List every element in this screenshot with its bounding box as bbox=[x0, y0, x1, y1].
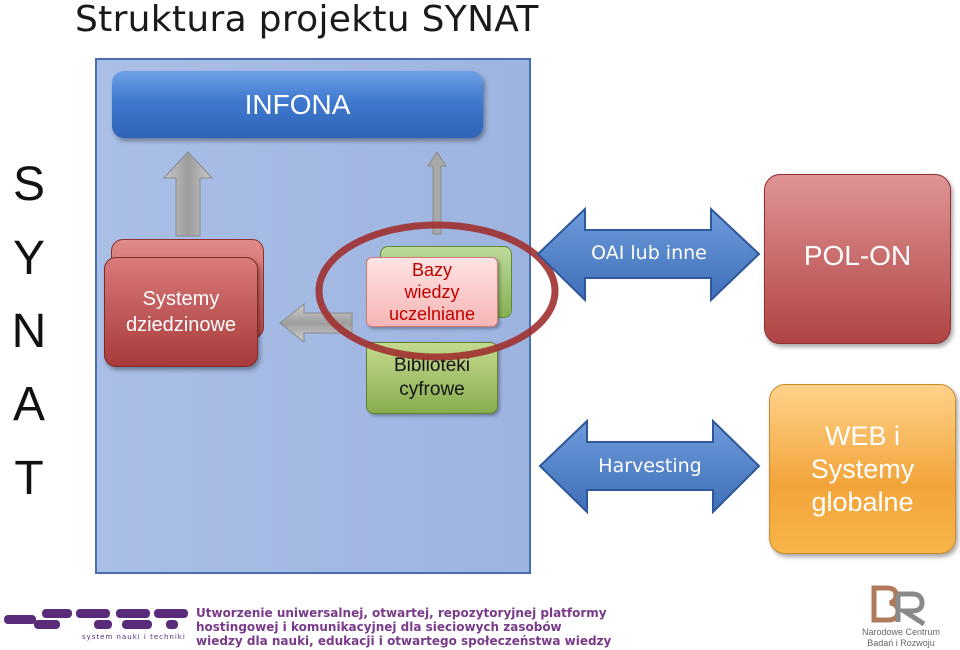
bazy-wiedzy-label: Bazy wiedzy uczelniane bbox=[388, 260, 476, 324]
footer-description: Utworzenie uniwersalnej, otwartej, repoz… bbox=[196, 606, 611, 648]
vertical-letter-y: Y bbox=[12, 232, 45, 285]
ncbr-line-1: Narodowe Centrum bbox=[861, 627, 941, 637]
oai-double-arrow-icon bbox=[536, 206, 761, 303]
footer-line-1: Utworzenie uniwersalnej, otwartej, repoz… bbox=[196, 606, 607, 620]
pol-on-box: POL-ON bbox=[764, 174, 951, 344]
footer-line-3: wiedzy dla nauki, edukacji i otwartego s… bbox=[196, 634, 612, 648]
bazy-wiedzy-box: Bazy wiedzy uczelniane bbox=[366, 257, 498, 327]
ncbr-logo-icon bbox=[871, 585, 926, 626]
infona-box: INFONA bbox=[112, 71, 483, 138]
ncbr-line-2: Badań i Rozwoju bbox=[867, 638, 935, 648]
highlight-ellipse bbox=[315, 221, 559, 361]
footer-line-2: hostingowej i komunikacyjnej dla sieciow… bbox=[196, 620, 562, 634]
harvesting-double-arrow-icon bbox=[538, 418, 761, 515]
up-arrow-right-icon bbox=[427, 151, 447, 235]
systemy-dziedzinowe-label: Systemy dziedzinowe bbox=[125, 288, 237, 336]
page-title: Struktura projektu SYNAT bbox=[75, 0, 539, 40]
pol-on-label: POL-ON bbox=[803, 240, 912, 271]
web-systemy-label: WEB i Systemy globalne bbox=[810, 420, 915, 517]
left-arrow-icon bbox=[279, 302, 353, 344]
ncbr-name: Narodowe Centrum Badań i Rozwoju bbox=[846, 627, 956, 649]
vertical-letter-n: N bbox=[11, 305, 47, 358]
vertical-letter-t: T bbox=[14, 452, 44, 505]
vertical-letter-s: S bbox=[12, 158, 45, 211]
synat-logo-icon bbox=[4, 609, 188, 629]
systemy-dziedzinowe-box: Systemy dziedzinowe bbox=[104, 257, 258, 367]
web-systemy-box: WEB i Systemy globalne bbox=[769, 384, 956, 554]
vertical-letter-a: A bbox=[12, 378, 45, 431]
oai-label: OAI lub inne bbox=[591, 242, 707, 264]
up-arrow-left-icon bbox=[162, 151, 214, 237]
harvesting-label: Harvesting bbox=[598, 455, 702, 477]
biblioteki-cyfrowe-label: Biblioteki cyfrowe bbox=[393, 355, 471, 400]
synat-logo-subtitle: system nauki i techniki bbox=[82, 633, 186, 641]
